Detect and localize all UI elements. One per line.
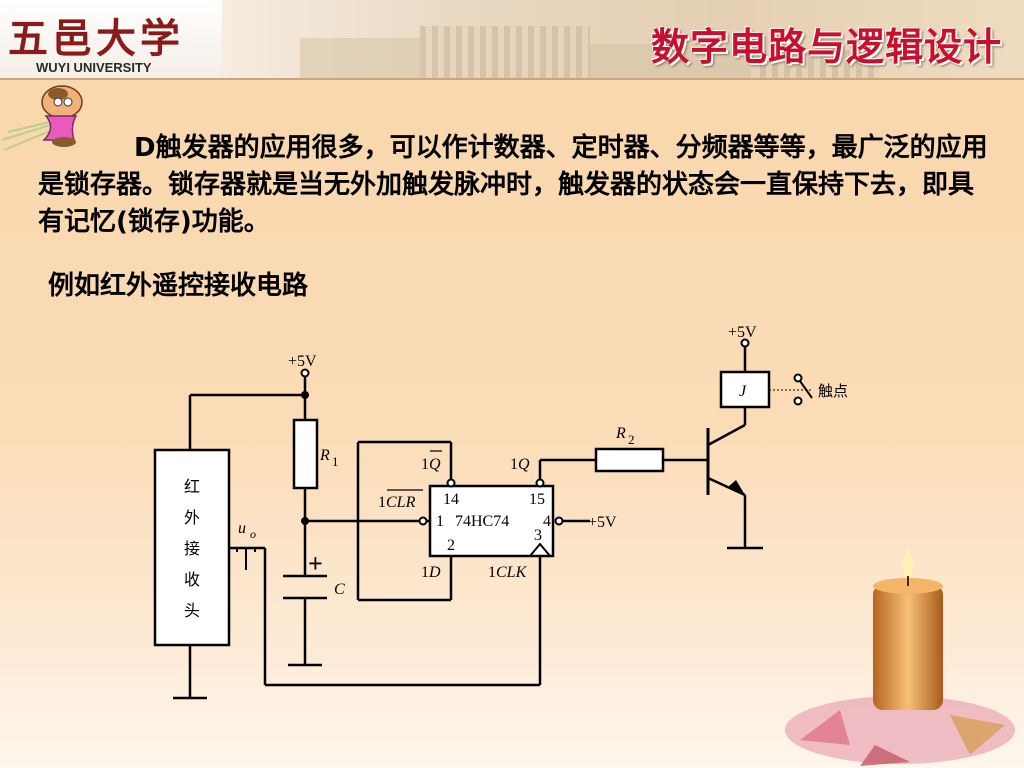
junction-dot [301,517,309,525]
relay-label: J [739,383,747,400]
capacitor-label: C [334,581,345,598]
r2-label: R [615,425,626,442]
pin-number: 4 [543,513,551,530]
inversion-bubble [554,516,564,526]
r1-subscript: 1 [332,454,339,469]
campus-building-image [760,50,880,78]
relay-contact [793,396,803,406]
paragraph-text: D触发器的应用很多，可以作计数器、定时器、分频器等等，最广泛的应用是锁存器。锁存… [38,133,988,237]
d-label: 1D [421,564,441,581]
q-bar-label: 1Q [421,456,441,473]
slide-header: 五邑大学 WUYI UNIVERSITY 数字电路与逻辑设计 [0,0,1024,78]
terminal [740,338,750,348]
clock-triangle [529,542,551,557]
r2-subscript: 2 [628,432,635,447]
q-label: 1Q [510,456,530,473]
resistor-r1 [292,418,319,490]
campus-building-image [590,44,750,78]
logo-chinese-text: 五邑大学 [8,15,184,62]
pin-number: 14 [443,491,459,508]
pin-number: 3 [534,527,542,544]
cartoon-professor-icon [1,85,83,151]
chip-name: 74HC74 [455,513,509,530]
body-paragraph: D触发器的应用很多，可以作计数器、定时器、分频器等等，最广泛的应用是锁存器。锁存… [38,130,988,241]
supply-label: +5V [588,514,617,531]
inversion-bubble [446,478,456,488]
supply-label: +5V [288,353,317,370]
university-logo: 五邑大学 WUYI UNIVERSITY [0,0,222,78]
pin-terminal [535,478,545,488]
output-voltage-subscript: o [250,527,256,541]
transistor-emitter [707,476,746,497]
output-voltage-label: u [238,520,246,537]
transistor-arrow [728,480,745,495]
example-heading: 例如红外遥控接收电路 [48,271,309,301]
pin-number: 1 [436,513,444,530]
logo-english-text: WUYI UNIVERSITY [36,60,152,75]
campus-building-image [420,26,590,78]
header-divider [0,78,1024,80]
receiver-label-char: 外 [184,508,200,527]
receiver-label-char: 收 [184,570,200,589]
junction-dot [301,391,309,399]
candle-decoration-icon [785,548,1015,766]
contact-label: 触点 [818,382,848,400]
relay-contact [793,373,803,383]
campus-building-image [300,38,420,78]
clr-label: 1CLR [378,494,416,511]
terminal [300,368,310,378]
receiver-label-char: 接 [184,539,200,558]
resistor-r2 [594,447,665,473]
receiver-label-char: 头 [184,601,200,620]
inversion-bubble [418,516,428,526]
clk-label: 1CLK [488,564,528,581]
transistor-collector [707,423,746,447]
chip-74hc74 [428,484,555,558]
supply-label: +5V [728,324,757,341]
pin-number: 15 [529,491,545,508]
receiver-label-char: 红 [184,477,200,496]
pin-number: 2 [447,537,455,554]
capacitor-plus-sign: + [308,549,323,578]
course-title: 数字电路与逻辑设计 [650,25,1002,69]
r1-label: R [319,447,330,464]
